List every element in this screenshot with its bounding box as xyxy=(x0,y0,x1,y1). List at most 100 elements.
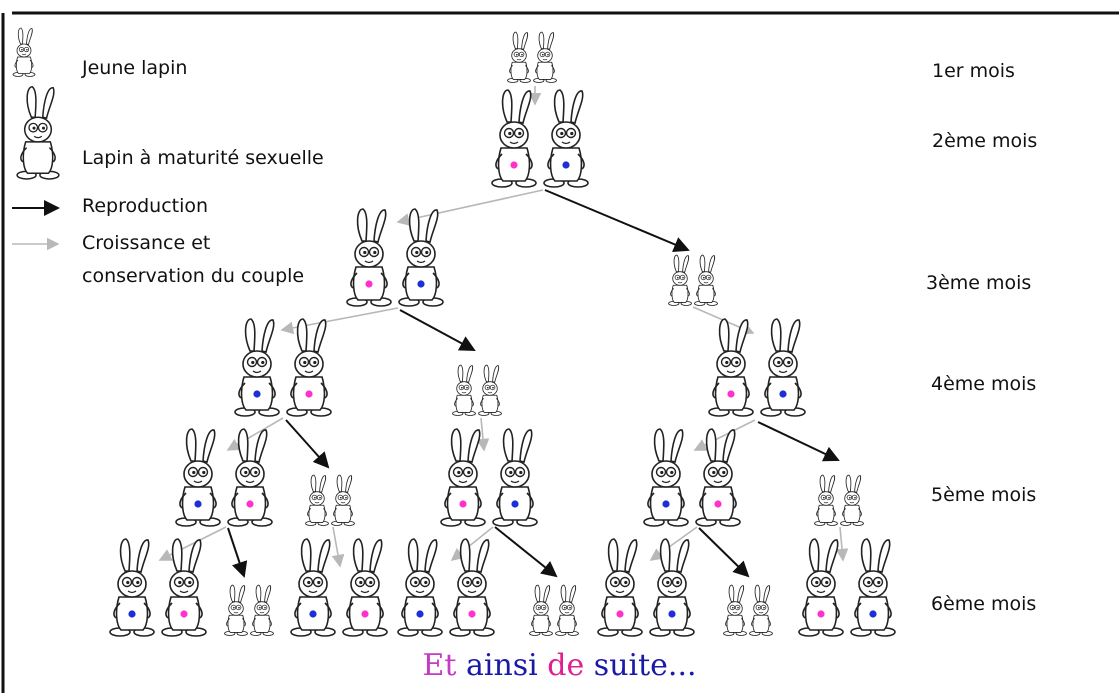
caption-word: ainsi xyxy=(465,648,548,683)
rabbit-pair-young xyxy=(668,254,718,306)
rabbit-adult xyxy=(798,538,844,637)
rabbit-pair-young xyxy=(305,474,355,526)
rabbit-pair-adult xyxy=(708,318,806,417)
rabbit-pair-young xyxy=(529,584,579,636)
rabbit-pair-adult xyxy=(798,538,896,637)
month-label-4: 4ème mois xyxy=(931,373,1037,395)
rabbit-young xyxy=(533,31,557,83)
rabbit-adult xyxy=(227,428,273,527)
legend-growth-label-line1: Croissance et xyxy=(82,232,211,254)
rabbit-young xyxy=(749,584,773,636)
caption-word: ... xyxy=(667,648,697,683)
growth-arrow xyxy=(396,189,544,226)
month-label-3: 3ème mois xyxy=(926,272,1032,294)
reproduction-arrow xyxy=(227,527,248,578)
growth-arrow xyxy=(226,417,284,451)
growth-arrow xyxy=(693,419,756,451)
rabbit-pair-adult xyxy=(234,318,332,417)
rabbit-pair-adult xyxy=(491,89,589,188)
rabbit-pair-young xyxy=(224,584,274,636)
rabbit-young xyxy=(668,254,692,306)
rabbit-adult xyxy=(109,538,155,637)
legend-icons xyxy=(12,27,60,251)
reproduction-arrow xyxy=(544,189,690,252)
rabbit-adult xyxy=(643,428,689,527)
rabbit-young xyxy=(452,364,476,416)
reproduction-arrow xyxy=(698,527,750,578)
legend-reproduction-label: Reproduction xyxy=(82,195,209,217)
rabbit-adult xyxy=(850,538,896,637)
rabbit-pair-adult xyxy=(175,428,273,527)
month-label-6: 6ème mois xyxy=(931,593,1037,615)
rabbit-adult xyxy=(397,538,443,637)
caption-word: suite xyxy=(593,648,668,683)
rabbit-adult xyxy=(649,538,695,637)
rabbit-young xyxy=(529,584,553,636)
rabbit-adult xyxy=(491,89,537,188)
caption: Et ainsi de suite... xyxy=(0,648,1119,683)
rabbit-adult xyxy=(286,318,332,417)
month-label-2: 2ème mois xyxy=(932,130,1038,152)
rabbit-adult xyxy=(449,538,495,637)
rabbit-young xyxy=(507,31,531,83)
legend-adult-label: Lapin à maturité sexuelle xyxy=(82,147,324,169)
growth-arrow xyxy=(331,526,345,568)
rabbit-pair-adult xyxy=(597,538,695,637)
rabbit-adult xyxy=(290,538,336,637)
reproduction-arrow xyxy=(285,419,330,469)
rabbit-young xyxy=(694,254,718,306)
growth-arrow xyxy=(158,526,227,561)
rabbit-adult xyxy=(543,89,589,188)
rabbits-layer xyxy=(109,31,896,637)
rabbit-adult xyxy=(342,538,388,637)
rabbit-pair-adult xyxy=(346,208,444,307)
rabbit-young xyxy=(331,474,355,526)
rabbit-young xyxy=(555,584,579,636)
rabbit-pair-adult xyxy=(440,428,538,527)
rabbit-adult xyxy=(234,318,280,417)
growth-arrow xyxy=(649,526,698,561)
rabbit-adult xyxy=(695,428,741,527)
rabbit-young xyxy=(723,584,747,636)
rabbit-young xyxy=(814,474,838,526)
rabbit-pair-adult xyxy=(397,538,495,637)
rabbit-adult xyxy=(597,538,643,637)
legend-growth-label-line2: conservation du couple xyxy=(82,265,305,287)
month-label-5: 5ème mois xyxy=(931,484,1037,506)
rabbit-young xyxy=(305,474,329,526)
rabbit-adult xyxy=(440,428,486,527)
rabbit-pair-young xyxy=(723,584,773,636)
growth-arrow xyxy=(835,526,849,562)
legend-adult-rabbit-icon xyxy=(16,86,60,180)
rabbit-adult xyxy=(175,428,221,527)
arrows-layer xyxy=(158,86,849,578)
caption-word: de xyxy=(547,648,594,683)
rabbit-pair-adult xyxy=(643,428,741,527)
rabbit-adult xyxy=(760,318,806,417)
rabbit-adult xyxy=(398,208,444,307)
growth-arrow xyxy=(450,526,494,562)
rabbit-adult xyxy=(492,428,538,527)
legend-young-label: Jeune lapin xyxy=(82,57,188,79)
rabbit-adult xyxy=(346,208,392,307)
rabbit-young xyxy=(224,584,248,636)
growth-arrow xyxy=(476,417,490,452)
legend-young-rabbit-icon xyxy=(12,27,36,77)
reproduction-arrow xyxy=(757,421,840,462)
rabbit-pair-young xyxy=(507,31,557,83)
rabbit-pair-adult xyxy=(109,538,207,637)
reproduction-arrow xyxy=(399,309,476,351)
rabbit-young xyxy=(250,584,274,636)
rabbit-pair-young xyxy=(452,364,502,416)
month-label-1: 1er mois xyxy=(932,60,1015,82)
rabbit-young xyxy=(478,364,502,416)
rabbit-pair-young xyxy=(814,474,864,526)
rabbit-adult xyxy=(161,538,207,637)
rabbit-adult xyxy=(708,318,754,417)
caption-word: Et xyxy=(422,648,466,683)
reproduction-arrow xyxy=(494,526,558,578)
rabbit-pair-adult xyxy=(290,538,388,637)
rabbit-young xyxy=(840,474,864,526)
